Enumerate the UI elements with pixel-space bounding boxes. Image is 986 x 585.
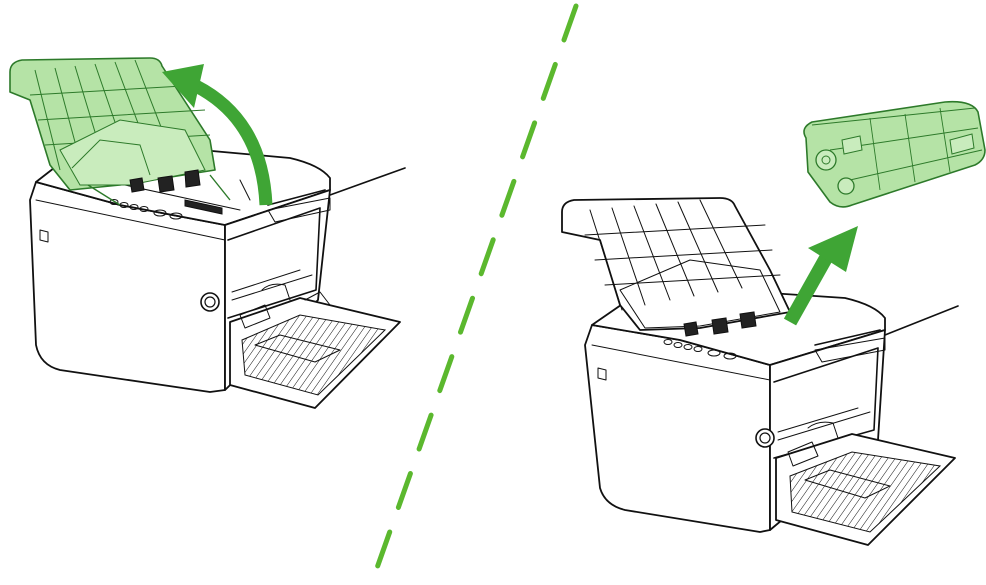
control-panel — [109, 199, 183, 220]
cartridge-door-open — [561, 197, 791, 337]
power-button — [755, 428, 775, 448]
power-button — [200, 292, 220, 312]
paper-tray-left — [229, 283, 401, 409]
cartridge-door-open — [9, 57, 231, 206]
lift-out-arrow-icon — [783, 226, 858, 326]
dashed-divider — [369, 3, 579, 585]
priority-input-rod — [267, 167, 406, 223]
right-printer — [561, 100, 986, 546]
left-printer — [9, 57, 406, 409]
curved-open-arrow-icon — [162, 64, 273, 206]
priority-input-rod — [814, 305, 959, 363]
control-panel — [663, 339, 737, 360]
paper-tray-right — [775, 421, 956, 546]
print-cartridge — [803, 100, 986, 208]
